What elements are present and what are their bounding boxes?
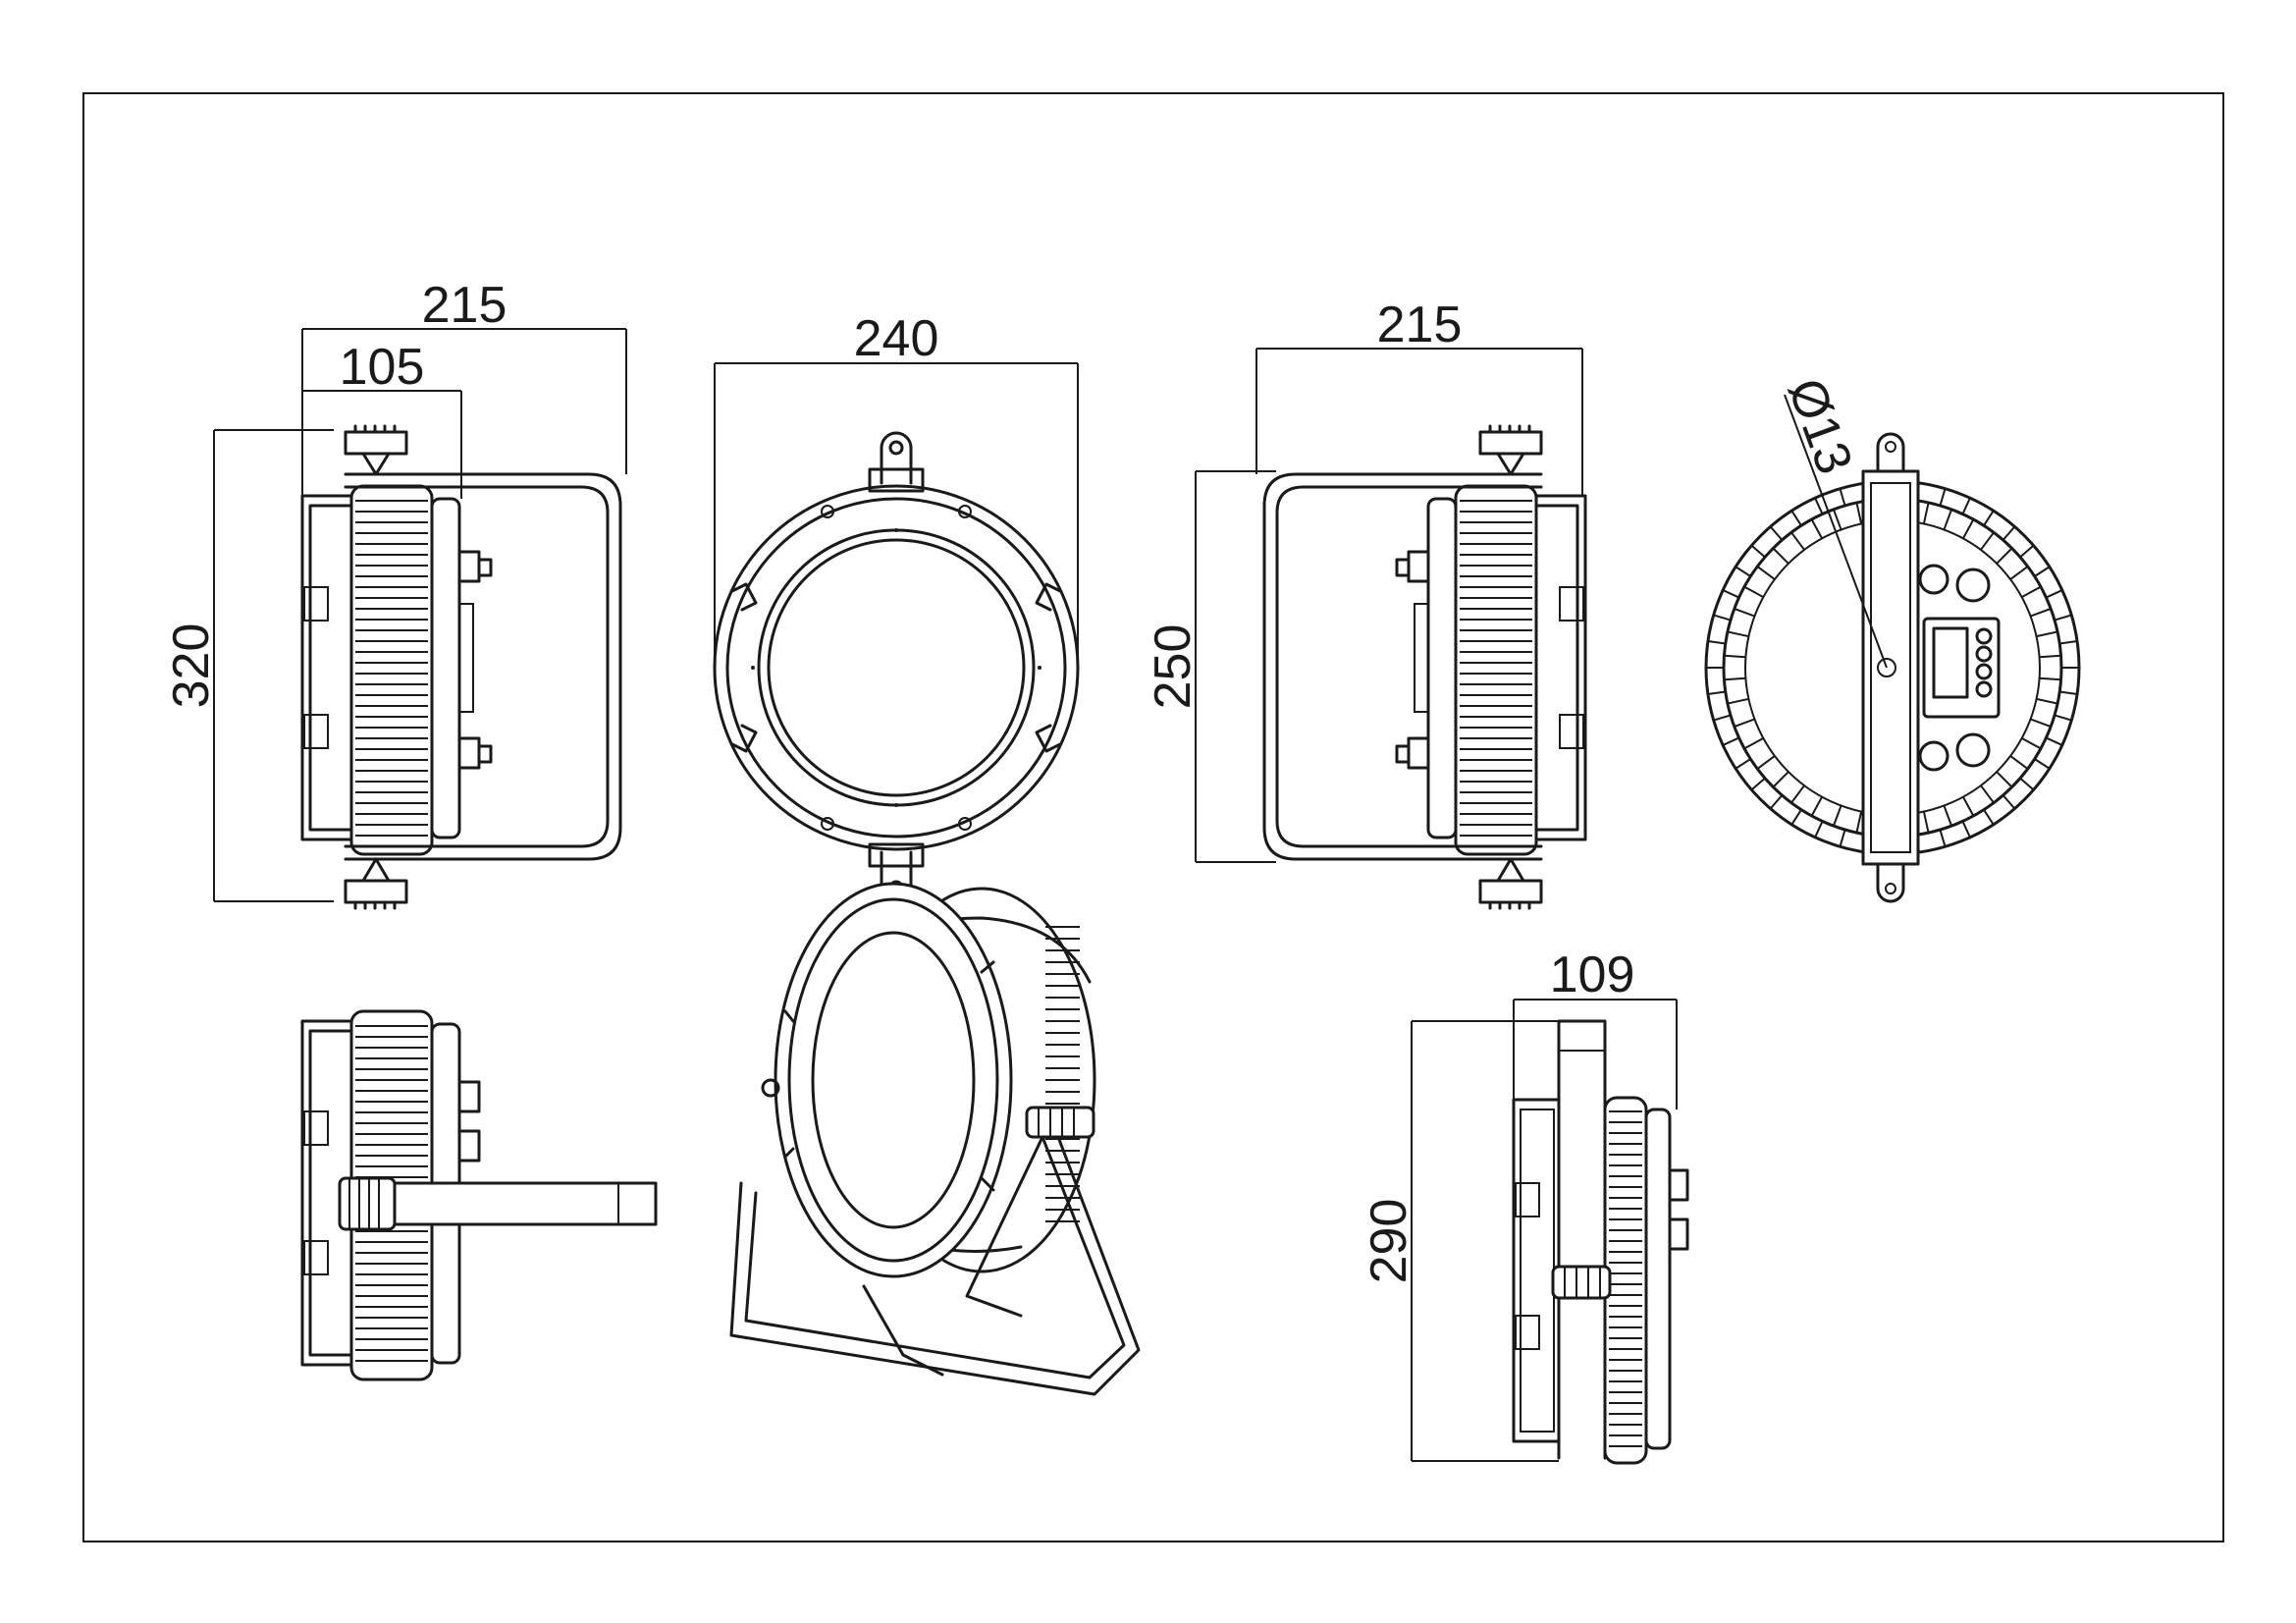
ring-tooth — [2046, 736, 2063, 746]
ring-slot — [1922, 811, 1930, 834]
ring-tooth — [1707, 690, 1726, 696]
ring-tooth — [1939, 829, 1947, 847]
ring-slot — [1724, 676, 1746, 681]
ring-tooth — [2002, 794, 2016, 810]
ring-tooth — [1769, 525, 1784, 541]
ring-tooth — [2034, 758, 2051, 770]
ring-tooth — [2054, 614, 2072, 622]
ring-tooth — [1961, 821, 1971, 839]
ring-tooth — [2019, 777, 2035, 791]
dim-front-width-240: 240 — [854, 310, 939, 367]
ring-tooth — [1983, 809, 1995, 826]
side-view-standing: 109 290 — [1361, 947, 1689, 1465]
ring-tooth — [1713, 714, 1732, 722]
ring-slot — [1943, 805, 1953, 827]
ring-slot — [2039, 676, 2061, 681]
dim-overall-width-215-right: 215 — [1377, 297, 1463, 353]
ring-slot — [1855, 502, 1863, 524]
ring-slot — [1724, 654, 1746, 659]
ring-tooth — [1839, 829, 1846, 847]
ring-slot — [1943, 509, 1953, 530]
rear-view: Ø13 — [1704, 371, 2081, 903]
ring-tooth — [1707, 639, 1726, 645]
side-view-right: 215 250 — [1145, 297, 1587, 910]
dim-hole-diameter: Ø13 — [1777, 371, 1863, 481]
ring-slot — [1980, 784, 1995, 804]
ring-tooth — [1713, 614, 1732, 622]
ring-tooth — [1839, 488, 1846, 507]
ring-tooth — [1722, 589, 1739, 599]
ring-slot — [2036, 630, 2058, 638]
ring-slot — [1996, 547, 2013, 565]
ring-slot — [1790, 784, 1805, 804]
ring-tooth — [1814, 497, 1824, 514]
dim-depth-109: 109 — [1550, 947, 1635, 1003]
ring-slot — [1810, 796, 1823, 817]
ring-tooth — [1790, 809, 1802, 826]
ring-slot — [1734, 607, 1755, 618]
ring-tooth — [2059, 690, 2078, 696]
ring-slot — [2009, 755, 2029, 770]
ring-slot — [1743, 737, 1764, 750]
side-view-left: 215 105 320 — [163, 277, 627, 910]
ring-slot — [1727, 630, 1749, 638]
ring-slot — [2030, 718, 2052, 729]
ring-tooth — [1814, 821, 1824, 839]
dim-overall-width-215: 215 — [422, 277, 507, 334]
ring-slot — [1772, 547, 1789, 565]
ring-tooth — [2019, 544, 2035, 559]
ring-slot — [1743, 585, 1764, 598]
ring-slot — [1996, 771, 2013, 788]
ring-tooth — [1961, 497, 1971, 514]
ring-slot — [1980, 531, 1995, 551]
ring-slot — [1734, 718, 1755, 729]
ring-slot — [1756, 566, 1776, 580]
ring-slot — [2030, 607, 2052, 618]
ring-slot — [2009, 566, 2029, 580]
ring-tooth — [2002, 525, 2016, 541]
ring-slot — [1810, 518, 1823, 539]
ring-tooth — [1983, 510, 1995, 526]
ring-tooth — [2059, 639, 2078, 645]
ring-tooth — [2046, 589, 2063, 599]
ring-slot — [2021, 737, 2042, 750]
ring-tooth — [1722, 736, 1739, 746]
ring-slot — [1790, 531, 1805, 551]
ring-slot — [2039, 654, 2061, 659]
ring-tooth — [2034, 566, 2051, 577]
ring-tooth — [1735, 566, 1751, 577]
ring-tooth — [1769, 794, 1784, 810]
side-view-folded-yoke — [300, 1009, 658, 1381]
ring-slot — [1922, 502, 1930, 524]
ring-slot — [2036, 697, 2058, 705]
ring-slot — [1756, 755, 1776, 770]
ring-slot — [2021, 585, 2042, 598]
dim-height-320: 320 — [163, 623, 220, 709]
ring-slot — [1855, 811, 1863, 834]
sheet-border — [82, 92, 2224, 1542]
ring-slot — [1832, 805, 1842, 827]
ring-tooth — [1790, 510, 1802, 526]
ring-slot — [1727, 697, 1749, 705]
perspective-view — [729, 882, 1141, 1396]
ring-tooth — [1750, 777, 1766, 791]
dim-height-290: 290 — [1361, 1199, 1417, 1284]
ring-tooth — [1750, 544, 1766, 559]
dim-height-250: 250 — [1145, 624, 1201, 710]
front-view: 240 — [713, 310, 1080, 904]
ring-tooth — [1939, 488, 1947, 507]
ring-slot — [1962, 518, 1975, 539]
ring-tooth — [1735, 758, 1751, 770]
ring-slot — [1832, 509, 1842, 530]
ring-slot — [1772, 771, 1789, 788]
ring-slot — [1962, 796, 1975, 817]
dim-body-depth-105: 105 — [340, 339, 425, 396]
ring-tooth — [2054, 714, 2072, 722]
